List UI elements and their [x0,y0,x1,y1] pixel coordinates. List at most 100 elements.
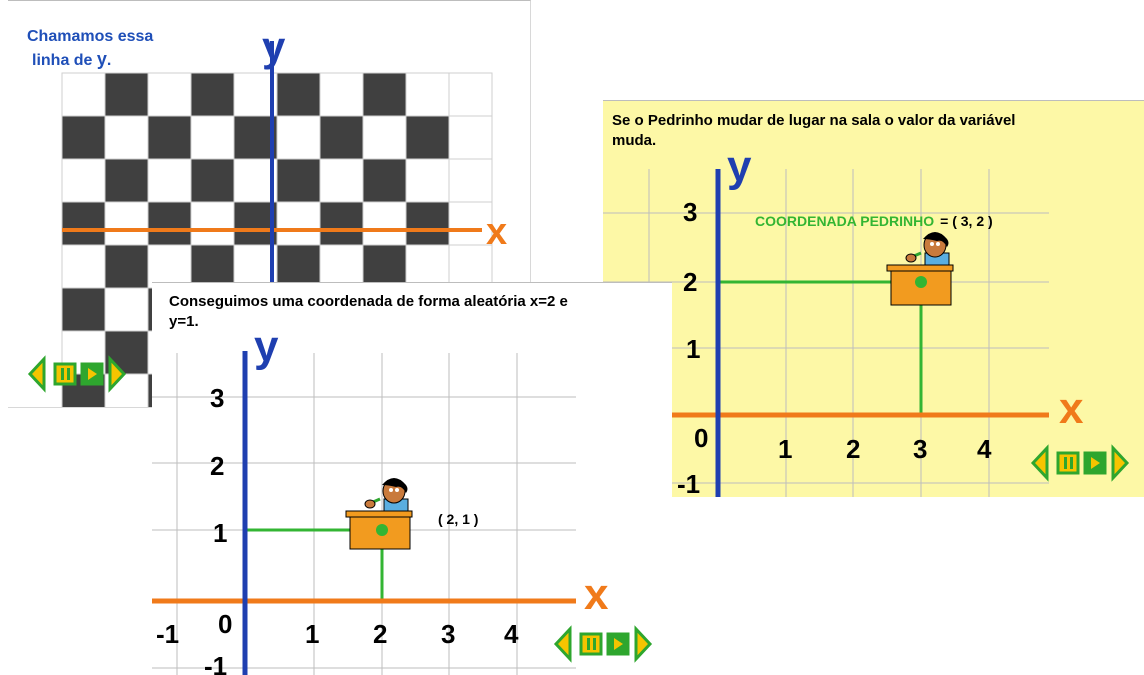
pause-icon[interactable] [579,632,603,656]
slide-caption: Se o Pedrinho mudar de lugar na sala o v… [612,111,1015,151]
caption-line-1: Se o Pedrinho mudar de lugar na sala o v… [612,112,1016,129]
board-square [405,115,450,160]
board-square [147,201,192,246]
slide-caption: Chamamos essa linha de y. [27,26,153,72]
board-square [61,201,106,246]
caption-line-2: linha de y. [27,48,153,72]
x-axis-label: x [1059,384,1084,433]
y-axis-label: y [254,322,279,371]
coordinate-readout: COORDENADA PEDRINHO = ( 3, 2 ) [755,213,993,229]
board-square [233,115,278,160]
coordinate-value: = ( 3, 2 ) [940,213,993,229]
pause-icon[interactable] [1056,451,1080,475]
board-square [319,244,364,289]
board-square [147,244,192,289]
point-label: ( 2, 1 ) [438,511,478,527]
triangle-left-icon[interactable] [27,355,46,393]
y-tick: 1 [686,334,700,364]
caption-text: linha de [32,52,97,69]
board-square [319,115,364,160]
caption-variable: y [96,49,107,69]
y-tick: -1 [204,651,227,675]
triangle-right-icon[interactable] [1111,444,1130,482]
x-tick: 1 [778,434,792,464]
board-square [190,72,235,117]
y-tick: 1 [213,518,227,548]
board-square [147,158,192,203]
y-tick-origin: 0 [694,423,708,453]
board-square [147,72,192,117]
caption-line-2: y=1. [169,313,199,330]
board-square [104,158,149,203]
board-square [319,72,364,117]
x-tick: 2 [373,619,387,649]
pause-icon[interactable] [53,362,77,386]
x-tick: 4 [504,619,519,649]
board-square [61,244,106,289]
board-square [362,244,407,289]
x-tick: 3 [913,434,927,464]
board-square [362,72,407,117]
y-tick-origin: 0 [218,609,232,639]
caption-line-1: Conseguimos uma coordenada de forma alea… [169,293,568,310]
slide-caption: Conseguimos uma coordenada de forma alea… [169,292,568,332]
board-square [405,201,450,246]
x-tick: 3 [441,619,455,649]
caption-line-2: muda. [612,132,657,149]
board-square [448,115,493,160]
y-tick: -1 [677,469,700,497]
point-marker [915,276,927,288]
board-square [276,158,321,203]
coordinate-plane: y x 3 2 1 0 -1 -1 1 2 3 4 ( 2, 1 ) [152,322,609,675]
board-square [405,158,450,203]
board-square [448,72,493,117]
nav-controls [553,625,666,663]
board-square [362,201,407,246]
coordinate-title: COORDENADA PEDRINHO [755,213,934,229]
board-square [448,201,493,246]
board-square [233,244,278,289]
triangle-left-icon[interactable] [553,625,572,663]
board-square [405,244,450,289]
x-tick: -1 [156,619,179,649]
point-marker [376,524,388,536]
caption-period: . [106,52,112,69]
triangle-right-icon[interactable] [634,625,653,663]
board-square [61,72,106,117]
board-square [276,201,321,246]
triangle-left-icon[interactable] [1030,444,1049,482]
board-square [362,115,407,160]
nav-controls [1030,444,1143,482]
y-tick: 2 [210,451,224,481]
x-tick: 1 [305,619,319,649]
board-square [190,201,235,246]
x-tick: 2 [846,434,860,464]
nav-controls [27,355,140,393]
board-square [190,115,235,160]
board-square [61,287,106,332]
y-tick: 2 [683,267,697,297]
board-square [104,72,149,117]
board-square [104,244,149,289]
board-square [104,115,149,160]
board-square [319,201,364,246]
board-square [61,158,106,203]
board-square [448,158,493,203]
y-axis-label: y [727,142,752,191]
board-square [319,158,364,203]
slide-pedrinho-moves: Se o Pedrinho mudar de lugar na sala o v… [603,100,1144,497]
triangle-right-icon[interactable] [108,355,127,393]
student-at-desk-icon [345,478,413,550]
y-tick: 3 [210,383,224,413]
board-square [147,115,192,160]
board-square [233,201,278,246]
board-square [362,158,407,203]
caption-line-1: Chamamos essa [27,28,154,45]
board-square [104,287,149,332]
x-tick: 4 [977,434,992,464]
slide-random-coordinate: Conseguimos uma coordenada de forma alea… [152,282,672,675]
board-square [190,158,235,203]
x-axis-label: x [486,211,507,253]
board-square [233,158,278,203]
board-square [276,72,321,117]
